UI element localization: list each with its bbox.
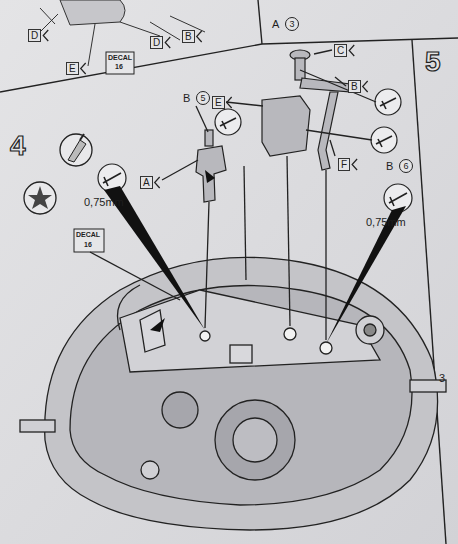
part-tag: B — [182, 30, 195, 43]
tag-chevron — [227, 97, 232, 108]
part-tag: A — [140, 176, 153, 189]
part-tag: F — [338, 158, 350, 171]
step-number: 3 — [439, 372, 445, 384]
part-tag: D — [150, 36, 163, 49]
decal-label: DECAL — [76, 231, 100, 239]
dimension: 0,75mm — [84, 196, 124, 208]
tag-chevron — [155, 177, 160, 188]
tag-chevron — [43, 30, 48, 41]
callout-number: 3 — [285, 17, 299, 31]
callout-number: 5 — [196, 91, 210, 105]
tag-chevron — [165, 37, 170, 48]
part-tag: E — [66, 62, 79, 75]
decal-label: DECAL — [108, 54, 132, 62]
tag-chevron — [81, 63, 86, 74]
part-letter: B — [386, 160, 393, 172]
part-tag: E — [212, 96, 225, 109]
part-letter: B — [183, 92, 190, 104]
step-number: 5 — [425, 46, 441, 78]
dimension: 0,75mm — [366, 216, 406, 228]
tag-chevron — [197, 31, 202, 42]
part-tag: B — [348, 80, 361, 93]
tag-chevron — [352, 159, 357, 170]
part-tag: C — [334, 44, 347, 57]
callout-number: 6 — [399, 159, 413, 173]
tag-chevron — [349, 45, 354, 56]
step-number: 4 — [10, 130, 26, 162]
decal-number: 16 — [84, 241, 92, 249]
decal-number: 16 — [115, 63, 123, 71]
tag-chevron — [363, 81, 368, 92]
part-tag: D — [28, 29, 41, 42]
part-letter: A — [272, 18, 279, 30]
